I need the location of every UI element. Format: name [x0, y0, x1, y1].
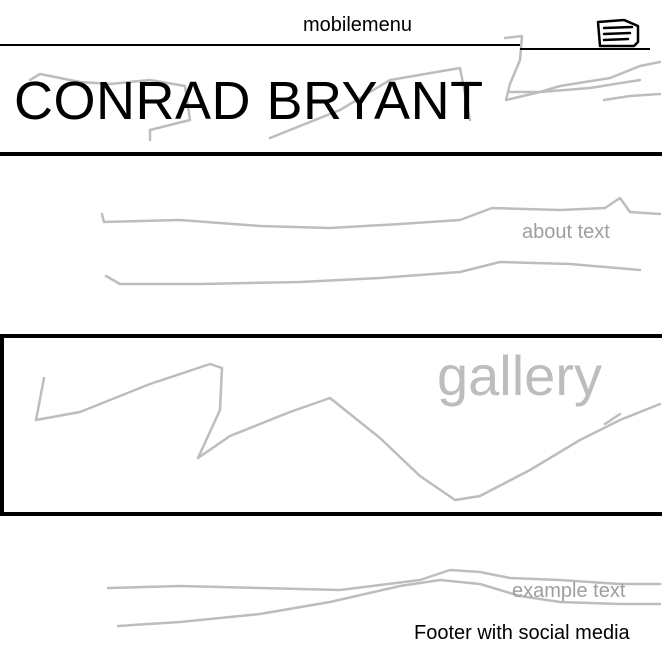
- footer-social-media[interactable]: Footer with social media: [414, 622, 630, 644]
- header-scribble: [602, 92, 662, 102]
- gallery-section[interactable]: [0, 334, 662, 516]
- mobile-menu-label: mobilemenu: [303, 14, 412, 36]
- about-text: about text: [522, 221, 610, 243]
- header-scribble: [506, 78, 642, 94]
- top-bar-line-right: [520, 48, 650, 50]
- gallery-label: gallery: [437, 344, 602, 407]
- top-bar-line: [0, 44, 520, 46]
- brand-title[interactable]: CONRAD BRYANT: [14, 71, 484, 131]
- header-divider: [0, 152, 662, 156]
- about-scribble: [104, 260, 642, 286]
- example-text: example text: [512, 580, 626, 602]
- hamburger-menu-icon[interactable]: [594, 18, 642, 50]
